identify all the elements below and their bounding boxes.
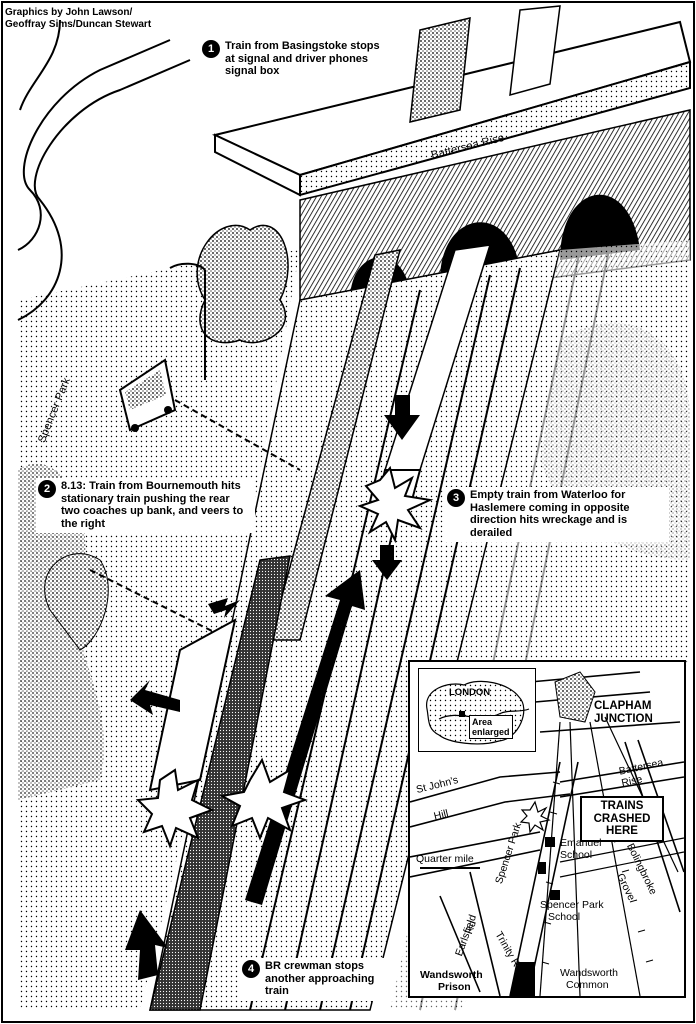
quarter-mile-scale-label: Quarter mile <box>416 853 474 865</box>
ground-left <box>18 250 300 1010</box>
crashed-line-3: HERE <box>606 825 638 837</box>
inset-area-line-2: enlarged <box>472 727 510 737</box>
common-line-1: Wandsworth <box>560 967 618 979</box>
callout-number-2: 2 <box>38 480 56 498</box>
sps-line-1: Spencer Park <box>540 899 604 911</box>
common-line-2: Common <box>566 978 609 991</box>
locator-map: LONDON Area enlarged CLAPHAM JUNCTION Ba… <box>408 660 686 998</box>
crashed-line-1: TRAINS <box>600 800 644 812</box>
callout-text-1: Train from Basingstoke stops at signal a… <box>225 40 380 77</box>
graphic-credit: Graphics by John Lawson/ Geoffray Sims/D… <box>5 7 151 31</box>
path-fence <box>89 399 301 641</box>
callout-text-4: BR crewman stops another approaching tra… <box>265 960 375 997</box>
clapham-line-2: JUNCTION <box>594 712 653 725</box>
sps-line-2: School <box>548 910 581 923</box>
road-curve <box>17 19 191 321</box>
clapham-line-1: CLAPHAM <box>594 700 652 712</box>
london-inset-map: LONDON Area enlarged <box>418 668 536 752</box>
callout-text-2: 8.13: Train from Bournemouth hits statio… <box>61 480 244 530</box>
inset-london-label: LONDON <box>449 687 491 698</box>
spencer-park-school-label: Spencer Park School <box>540 899 604 923</box>
credit-line-2: Geoffray Sims/Duncan Stewart <box>5 19 152 30</box>
prison-line-2: Prison <box>438 980 471 993</box>
bournemouth-train <box>148 555 291 1011</box>
callout-number-4: 4 <box>242 960 260 978</box>
callout-2: 2 8.13: Train from Bournemouth hits stat… <box>36 478 255 533</box>
callout-number-1: 1 <box>202 40 220 58</box>
wandsworth-common-label: Wandsworth Common <box>560 967 618 991</box>
inset-area-line-1: Area <box>472 717 493 727</box>
callout-4: 4 BR crewman stops another approaching t… <box>240 958 394 1001</box>
stationary-train <box>269 249 402 641</box>
callout-number-3: 3 <box>447 489 465 507</box>
prison-line-1: Wandsworth <box>420 969 483 981</box>
emanuel-school-label: Emanuel School <box>560 837 602 861</box>
emanuel-line-2: School <box>560 848 593 861</box>
emanuel-line-1: Emanuel <box>560 837 602 849</box>
locator-map-roads <box>410 671 684 996</box>
trees <box>44 224 289 651</box>
credit-line-1: Graphics by John Lawson/ <box>5 7 133 18</box>
van <box>118 358 177 432</box>
wandsworth-prison-label: Wandsworth Prison <box>420 969 483 993</box>
crashed-line-2: CRASHED <box>593 812 651 825</box>
callout-3: 3 Empty train from Waterloo for Haslemer… <box>445 487 669 542</box>
trains-crashed-here-box: TRAINS CRASHED HERE <box>580 796 664 842</box>
inset-area-label: Area enlarged <box>469 715 513 739</box>
impact-bursts <box>135 465 434 849</box>
callout-1: 1 Train from Basingstoke stops at signal… <box>200 38 394 81</box>
clapham-junction-label: CLAPHAM JUNCTION <box>594 700 653 725</box>
callout-text-3: Empty train from Waterloo for Haslemere … <box>470 489 630 539</box>
movement-arrows <box>125 395 420 980</box>
